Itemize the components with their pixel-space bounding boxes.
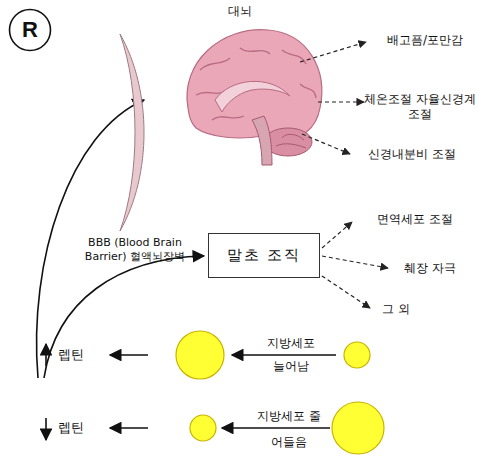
barrier-shape [70, 30, 200, 235]
text-label: 체온조절 자율신경계 조절 [364, 92, 476, 122]
corner-mark: R [8, 8, 52, 52]
box-text: 말초 조직 [227, 246, 302, 265]
barrier-caption: BBB (Blood Brain Barrier) 혈액뇌장벽 [70, 236, 200, 264]
text-label: 배고픔/포만감 [368, 33, 482, 48]
barrier-arc [120, 34, 144, 231]
brain-illustration [187, 30, 322, 165]
tissue-box: 말초 조직 [208, 233, 320, 278]
mark-letter: R [8, 8, 52, 52]
text-label: 렙틴 [58, 347, 102, 362]
text-label: 면역세포 조절 [350, 212, 480, 227]
text-label: 지방세포 늘어남 [260, 332, 322, 378]
barrier-band: BBB (Blood Brain Barrier) 혈액뇌장벽 [70, 30, 200, 282]
text-label: 대뇌 [220, 4, 260, 19]
text-label: 지방세포 줄어들음 [254, 403, 324, 455]
curved-arrows [37, 100, 204, 378]
text-label: 그 외 [370, 302, 422, 317]
text-label: 췌장 자극 [390, 261, 470, 276]
fat-cells [176, 331, 384, 454]
text-label: 신경내분비 조절 [350, 147, 474, 162]
text-label: 렙틴 [58, 420, 102, 435]
